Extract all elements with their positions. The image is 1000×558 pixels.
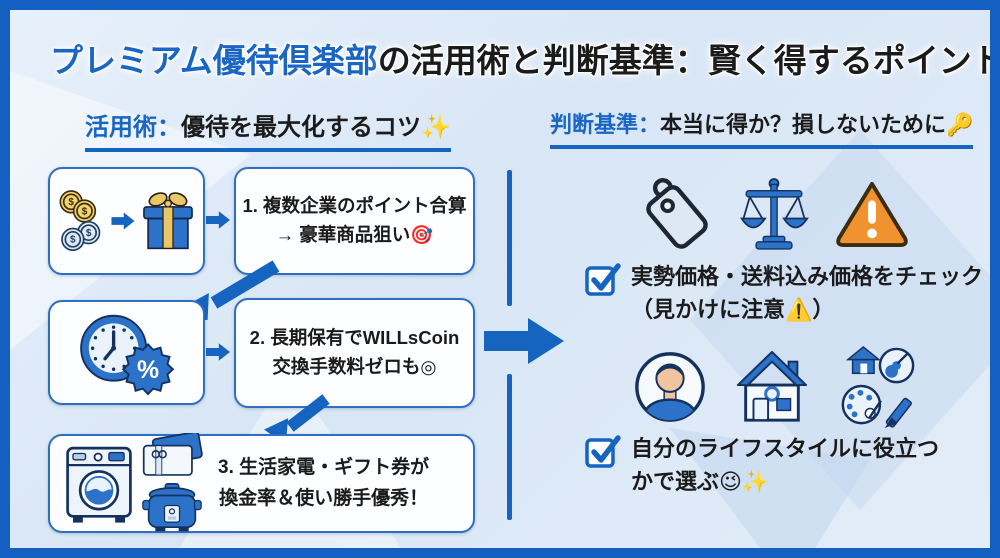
svg-text:$: $ [70,235,76,246]
title-rest: の活用術と判断基準：賢く得するポイント [377,42,1000,79]
step2-icon-box: % [48,300,205,405]
checkbox-checked-icon [585,435,621,468]
divider-line [507,170,512,306]
person-icon [635,352,705,422]
arrow-right-icon [206,343,230,361]
step3-line2: 換金率＆使い勝手優秀！ [219,487,429,509]
coins-icon: $ $ $ $ [59,190,100,251]
washing-machine-icon [66,446,132,523]
price-tag-icon [646,178,708,249]
check1-text: 実勢価格・送料込み価格をチェック （見かけに注意⚠️） [631,260,983,326]
svg-text:%: % [136,356,158,383]
step3-text: 3. 生活家電・ギフト券が 換金率＆使い勝手優秀！ [218,453,429,514]
balance-scale-icon [740,178,809,250]
gift-box-icon [142,192,193,250]
step1-icon-box: $ $ $ $ [48,167,205,275]
svg-text:$: $ [85,228,91,239]
step3-line1: 3. 生活家電・ギフト券が [218,457,430,479]
rice-cooker-icon [142,483,202,532]
checkbox-checked-icon [585,263,621,296]
svg-text:$: $ [81,206,87,217]
lifestyle-icons-row [565,344,985,430]
page-title: プレミアム優待倶楽部の活用術と判断基準：賢く得するポイント [50,34,1000,82]
left-heading-text: 優待を最大化するコツ✨ [181,114,451,141]
left-heading-label: 活用術： [85,114,181,141]
step3-box: 3. 生活家電・ギフト券が 換金率＆使い勝手優秀！ [48,433,475,534]
check1-line2: （見かけに注意⚠️） [631,297,835,322]
title-brand: プレミアム優待倶楽部 [50,42,378,79]
step2-line2: 交換手数料ゼロも◎ [272,356,437,377]
evaluation-icons-row [565,172,985,256]
clock-discount-icon: % [79,314,174,395]
right-column-heading: 判断基準：本当に得か？損しないために🔑 [550,107,974,149]
gift-cards-icon [142,433,203,476]
check1-line1: 実勢価格・送料込み価格をチェック [631,264,984,289]
divider-line [507,374,512,520]
arrow-right-icon [110,212,135,230]
left-column-heading: 活用術：優待を最大化するコツ✨ [85,107,451,152]
step2-line1: 2. 長期保有でWILLsCoin [249,327,460,349]
step1-line1: 1. 複数企業のポイント合算 [242,195,467,217]
house-icon [736,350,808,422]
big-arrow-right-icon [484,318,564,364]
step3-icons [64,433,204,534]
check-item-price: 実勢価格・送料込み価格をチェック （見かけに注意⚠️） [585,260,990,326]
arrow-right-icon [206,211,230,229]
step2-text-box: 2. 長期保有でWILLsCoin 交換手数料ゼロも◎ [234,298,475,408]
step1-text-box: 1. 複数企業のポイント合算 → 豪華商品狙い🎯 [234,167,475,275]
warning-triangle-icon [836,181,908,248]
hobby-icons [841,346,915,428]
right-heading-text: 本当に得か？損しないために🔑 [660,112,974,137]
svg-text:$: $ [68,197,74,208]
check-item-lifestyle: 自分のライフスタイルに役立つ かで選ぶ😉✨ [585,432,990,498]
check2-text: 自分のライフスタイルに役立つ かで選ぶ😉✨ [631,432,939,498]
step1-line2: → 豪華商品狙い🎯 [275,224,434,245]
check2-line2: かで選ぶ😉✨ [631,469,770,494]
right-heading-label: 判断基準： [550,112,661,137]
check2-line1: 自分のライフスタイルに役立つ [631,436,940,461]
